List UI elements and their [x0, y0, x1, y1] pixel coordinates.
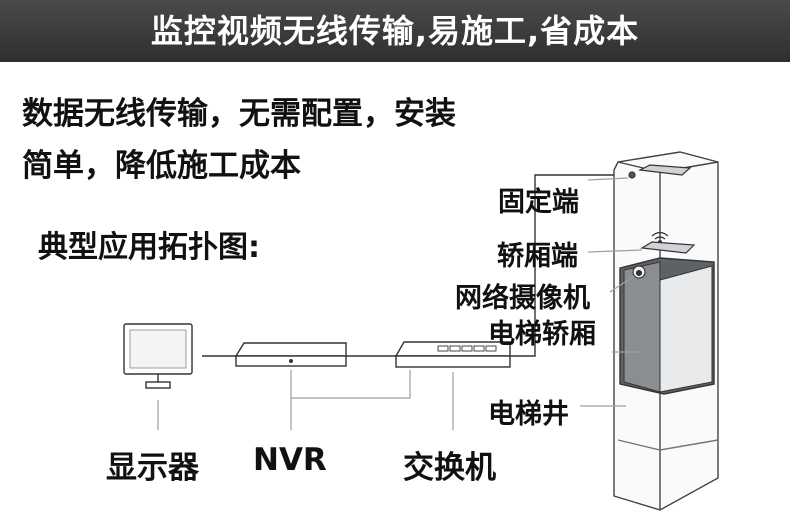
monitor-label: 显示器	[106, 450, 199, 486]
monitor-icon	[123, 323, 193, 389]
title-banner: 监控视频无线传输,易施工,省成本	[0, 0, 790, 62]
nvr-icon	[234, 342, 347, 367]
fixed-end-label: 固定端	[498, 187, 579, 218]
elevator-car	[619, 257, 715, 395]
nvr-label: NVR	[253, 442, 327, 478]
intro-line-2: 简单，降低施工成本	[22, 148, 301, 184]
camera-icon	[632, 265, 646, 279]
shaft-label: 电梯井	[488, 399, 569, 430]
switch-icon	[394, 341, 511, 368]
camera-label: 网络摄像机	[455, 283, 590, 314]
car-end-device	[640, 241, 696, 254]
switch-fixed-end-cable	[510, 174, 620, 357]
car-label: 电梯轿厢	[488, 319, 596, 350]
banner-title: 监控视频无线传输,易施工,省成本	[150, 12, 640, 50]
topology-heading: 典型应用拓扑图:	[38, 230, 260, 265]
fixed-end-device	[628, 164, 692, 179]
intro-line-1: 数据无线传输，无需配置，安装	[22, 96, 456, 132]
elevator-leader-lines	[580, 177, 643, 407]
car-end-label: 轿厢端	[497, 241, 578, 272]
switch-label: 交换机	[403, 450, 496, 486]
cable-lines	[202, 174, 620, 357]
device-leader-lines	[157, 370, 454, 430]
